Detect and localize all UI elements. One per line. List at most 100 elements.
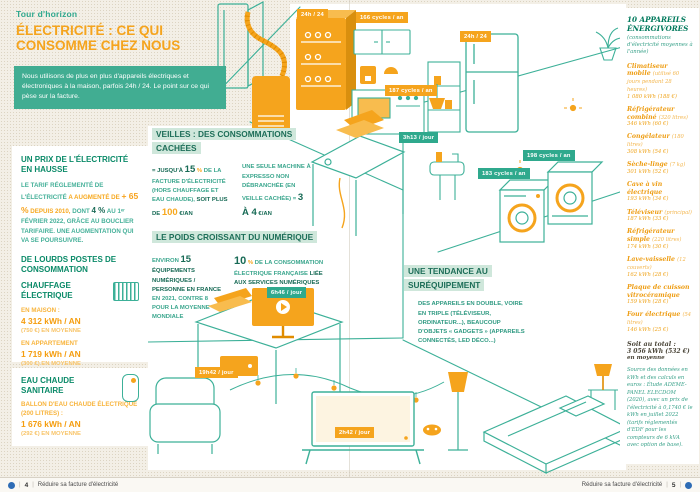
heating-apartment-note: (300 €) EN MOYENNE (21, 360, 81, 367)
appliance-name: Climatiseur mobile (627, 62, 668, 78)
page-footer: | 4 | Réduire sa facture d'électricité R… (0, 477, 700, 492)
appliance-value: 174 kWh (30 €) (627, 243, 669, 250)
appliance-name: Réfrigérateur combiné (627, 105, 675, 121)
appliance-entry: Réfrigérateur simple (220 litres) 174 kW… (627, 228, 693, 251)
separator: | (679, 482, 681, 488)
appliance-detail: (180 litres) (627, 134, 684, 149)
overequipment-heading: UNE TENDANCE AU SURÉQUIPEMENT (404, 265, 492, 291)
appliance-value: 301 kWh (52 €) (627, 168, 669, 175)
standby-col1: = JUSQU'À 15 % DE LA FACTURE D'ÉLECTRICI… (152, 163, 230, 220)
standby-heading: VEILLES : DES CONSOMMATIONS CACHÉES (152, 128, 297, 154)
overequipment-box: UNE TENDANCE AU SURÉQUIPEMENT DES APPARE… (404, 265, 536, 346)
appliance-value: 308 kWh (54 €) (627, 148, 669, 155)
heating-house-value: 4 312 kWh / AN (21, 315, 81, 326)
digital-heading: LE POIDS CROISSANT DU NUMÉRIQUE (152, 231, 318, 243)
espresso-machine (360, 66, 398, 84)
usage-badge-oven: 187 cycles / an (385, 85, 437, 96)
armchair (149, 377, 221, 454)
digital-pct: 10 (234, 254, 247, 267)
digital-text: EN 2021, CONTRE 8 POUR LA MOYENNE MONDIA… (152, 295, 210, 321)
usage-badge-wine-fridge: 24h / 24 (297, 9, 328, 20)
kitchen-cabinet (353, 29, 411, 55)
usage-badge-dishwasher: 166 cycles / an (356, 12, 408, 23)
appliance-entry: Plaque de cuisson vitrocéramique 159 kWh… (627, 284, 693, 307)
total-suffix: en moyenne (627, 355, 665, 362)
office-laptop (208, 288, 252, 312)
total-label: Soit au total : (627, 340, 676, 349)
heating-heading: CHAUFFAGE ÉLECTRIQUE (21, 280, 73, 300)
source-note: Source des données en kWh et des calculs… (627, 367, 693, 449)
price-text: AU 1ᵉʳ FÉVRIER 2022, GRÂCE AU BOUCLIER T… (21, 207, 134, 245)
appliance-detail: (7 kg) (669, 162, 686, 169)
power-cable (338, 177, 346, 229)
standby-text: DE LA FACTURE D'ÉLECTRICITÉ (HORS CHAUFF… (152, 168, 226, 204)
pendant-lamp (429, 84, 445, 109)
digital-col1: ENVIRON 15 ÉQUIPEMENTS NUMÉRIQUES / PERS… (152, 253, 222, 323)
standby-pct: 15 (184, 164, 196, 176)
appliance-detail: (12 couverts) (627, 257, 686, 271)
laptop (336, 110, 384, 229)
digital-text: % (246, 259, 255, 266)
intro-box: Nous utilisons de plus en plus d'apparei… (14, 66, 226, 109)
water-heater-icon (122, 374, 139, 402)
standby-text: SOIT PLUS DE (152, 197, 228, 217)
appliance-entry: Four électrique (54 litres) 146 kWh (25 … (627, 311, 693, 334)
standby-cost: 100 (161, 206, 178, 218)
appliance-detail: (54 litres) (627, 312, 692, 327)
appliance-detail: (320 litres) (658, 114, 688, 121)
washing-machine (498, 179, 556, 243)
page-number-left: 4 (24, 481, 29, 489)
digital-text: DE LA CONSOMMATION ÉLECTRIQUE FRANÇAISE (234, 259, 324, 277)
footer-booklet-title: Réduire sa facture d'électricité (37, 482, 119, 488)
separator: | (32, 482, 34, 488)
nightstand-lamp (588, 364, 618, 410)
appliance-entry: Climatiseur mobile (utilisé 60 jours pen… (627, 63, 693, 101)
laundry-sink (429, 152, 465, 200)
appliance-detail: (principal) (664, 209, 692, 216)
floor-lamp (448, 372, 468, 451)
price-increase-value: + 65 % (21, 191, 139, 215)
standby-espresso-cost: 3 À 4 (242, 191, 304, 218)
price-text: DEPUIS 2010, (28, 207, 71, 215)
price-text: LE TARIF RÉGLEMENTÉ DE L'ÉLECTRICITÉ (21, 181, 104, 202)
standby-text: % (195, 168, 204, 175)
standby-text: UNE SEULE MACHINE À EXPRESSO NON DÉBRANC… (242, 164, 311, 202)
portable-ac (244, 11, 290, 132)
appliance-detail: (utilisé 60 jours pendant 28 heures) (627, 71, 680, 93)
standby-box: VEILLES : DES CONSOMMATIONS CACHÉES = JU… (152, 128, 328, 220)
section-kicker: Tour d'horizon (16, 9, 78, 19)
digital-count: 15 (180, 253, 192, 265)
page-title: ÉLECTRICITÉ : CE QUI CONSOMME CHEZ NOUS (16, 23, 181, 54)
appliance-entry: Congélateur (180 litres) 308 kWh (54 €) (627, 133, 693, 156)
radiator-icon (113, 281, 139, 301)
heating-apartment-label: EN APPARTEMENT (21, 340, 78, 348)
appliance-name: Cave à vin électrique (627, 180, 663, 196)
heating-house-note: (750 €) EN MOYENNE (21, 327, 81, 334)
digital-box: LE POIDS CROISSANT DU NUMÉRIQUE ENVIRON … (152, 231, 338, 322)
overequipment-body: DES APPAREILS EN DOUBLE, VOIRE EN TRIPLE… (418, 301, 525, 344)
total-value: 3 056 kWh (532 €) (627, 348, 690, 356)
appliance-name: Téléviseur (627, 208, 663, 216)
appliance-entry: Sèche-linge (7 kg) 301 kWh (52 €) (627, 161, 693, 176)
price-card: UN PRIX DE L'ÉLECTRICITÉ EN HAUSSE LE TA… (12, 146, 148, 367)
appliance-value: 146 kWh (25 €) (627, 326, 669, 333)
digital-text: LIÉE AUX SERVICES NUMÉRIQUES (234, 270, 323, 286)
appliance-value: 193 kWh (34 €) (627, 196, 669, 203)
appliance-name: Plaque de cuisson vitrocéramique (627, 283, 690, 299)
appliance-entry: Téléviseur (principal) 187 kWh (33 €) (627, 209, 693, 224)
separator: | (666, 482, 668, 488)
appliance-value: 346 kWh (60 €) (627, 121, 669, 128)
standby-text: €/AN (256, 210, 272, 217)
price-feb-value: 4 % (91, 205, 106, 215)
publisher-logo-icon (685, 481, 692, 489)
separator: | (19, 482, 21, 488)
appliance-name: Réfrigérateur simple (627, 228, 675, 244)
appliance-name: Four électrique (627, 311, 681, 319)
appliance-value: 1 080 kWh (188 €) (627, 93, 677, 100)
panel-title: 10 APPAREILS ÉNERGIVORES (627, 15, 689, 33)
footer-right: Réduire sa facture d'électricité | 5 | (582, 481, 692, 489)
appliance-value: 159 kWh (28 €) (627, 299, 669, 306)
usage-badge-laptop: 3h13 / jour (399, 132, 439, 143)
